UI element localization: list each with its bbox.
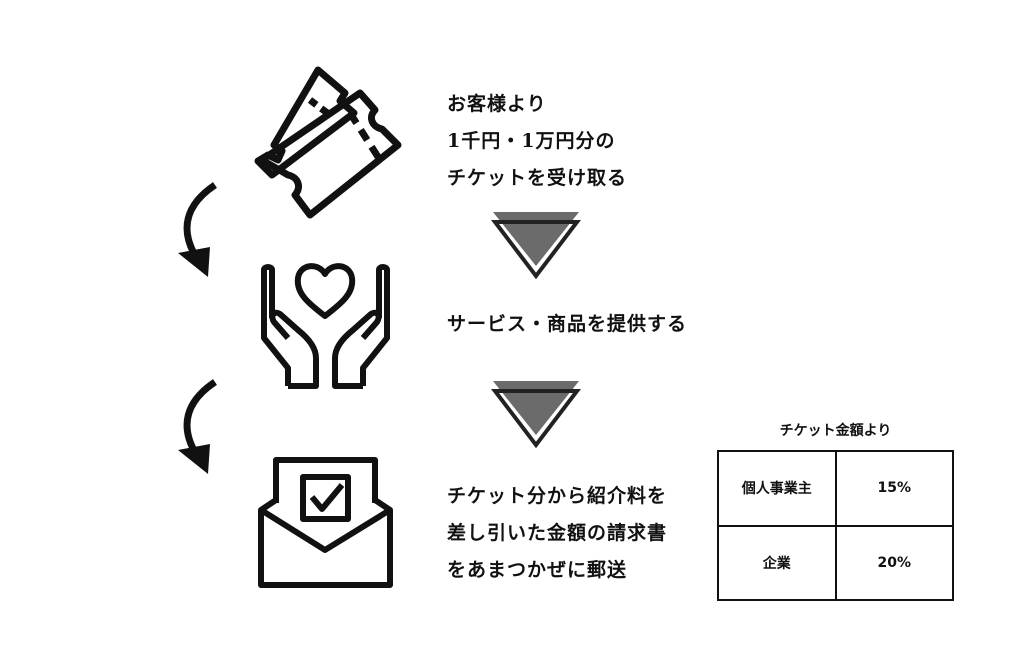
table-row: 個人事業主 15% xyxy=(717,450,954,527)
table-row: 企業 20% xyxy=(717,524,954,601)
tickets-icon xyxy=(254,66,402,219)
row-label: 個人事業主 xyxy=(717,450,837,527)
text-line: チケットを受け取る xyxy=(447,167,628,189)
text-line: 差し引いた金額の請求書 xyxy=(447,522,668,544)
step-3-text: チケット分から紹介料を 差し引いた金額の請求書 をあまつかぜに郵送 xyxy=(447,478,667,589)
down-triangle-icon xyxy=(490,381,582,449)
curved-arrow-down-icon xyxy=(178,182,218,277)
text-line: チケット分から紹介料を xyxy=(447,485,668,507)
down-triangle-icon xyxy=(490,212,582,280)
step-1-text: お客様より 1千円・1万円分の チケットを受け取る xyxy=(447,86,627,197)
text-line: サービス・商品を提供する xyxy=(447,313,688,335)
row-label: 企業 xyxy=(717,524,837,601)
text-line: お客様より xyxy=(447,93,547,115)
fee-table-title: チケット金額より xyxy=(779,423,892,439)
row-rate: 15% xyxy=(834,450,954,527)
step-2-text: サービス・商品を提供する xyxy=(447,306,687,343)
text-line: 1千円・1万円分の xyxy=(447,130,616,152)
curved-arrow-down-icon xyxy=(178,379,218,474)
hands-heart-icon xyxy=(261,263,390,389)
row-rate: 20% xyxy=(834,524,954,601)
text-line: をあまつかぜに郵送 xyxy=(447,559,628,581)
envelope-check-icon xyxy=(258,457,393,588)
fee-table: 個人事業主 15% 企業 20% xyxy=(717,450,954,601)
